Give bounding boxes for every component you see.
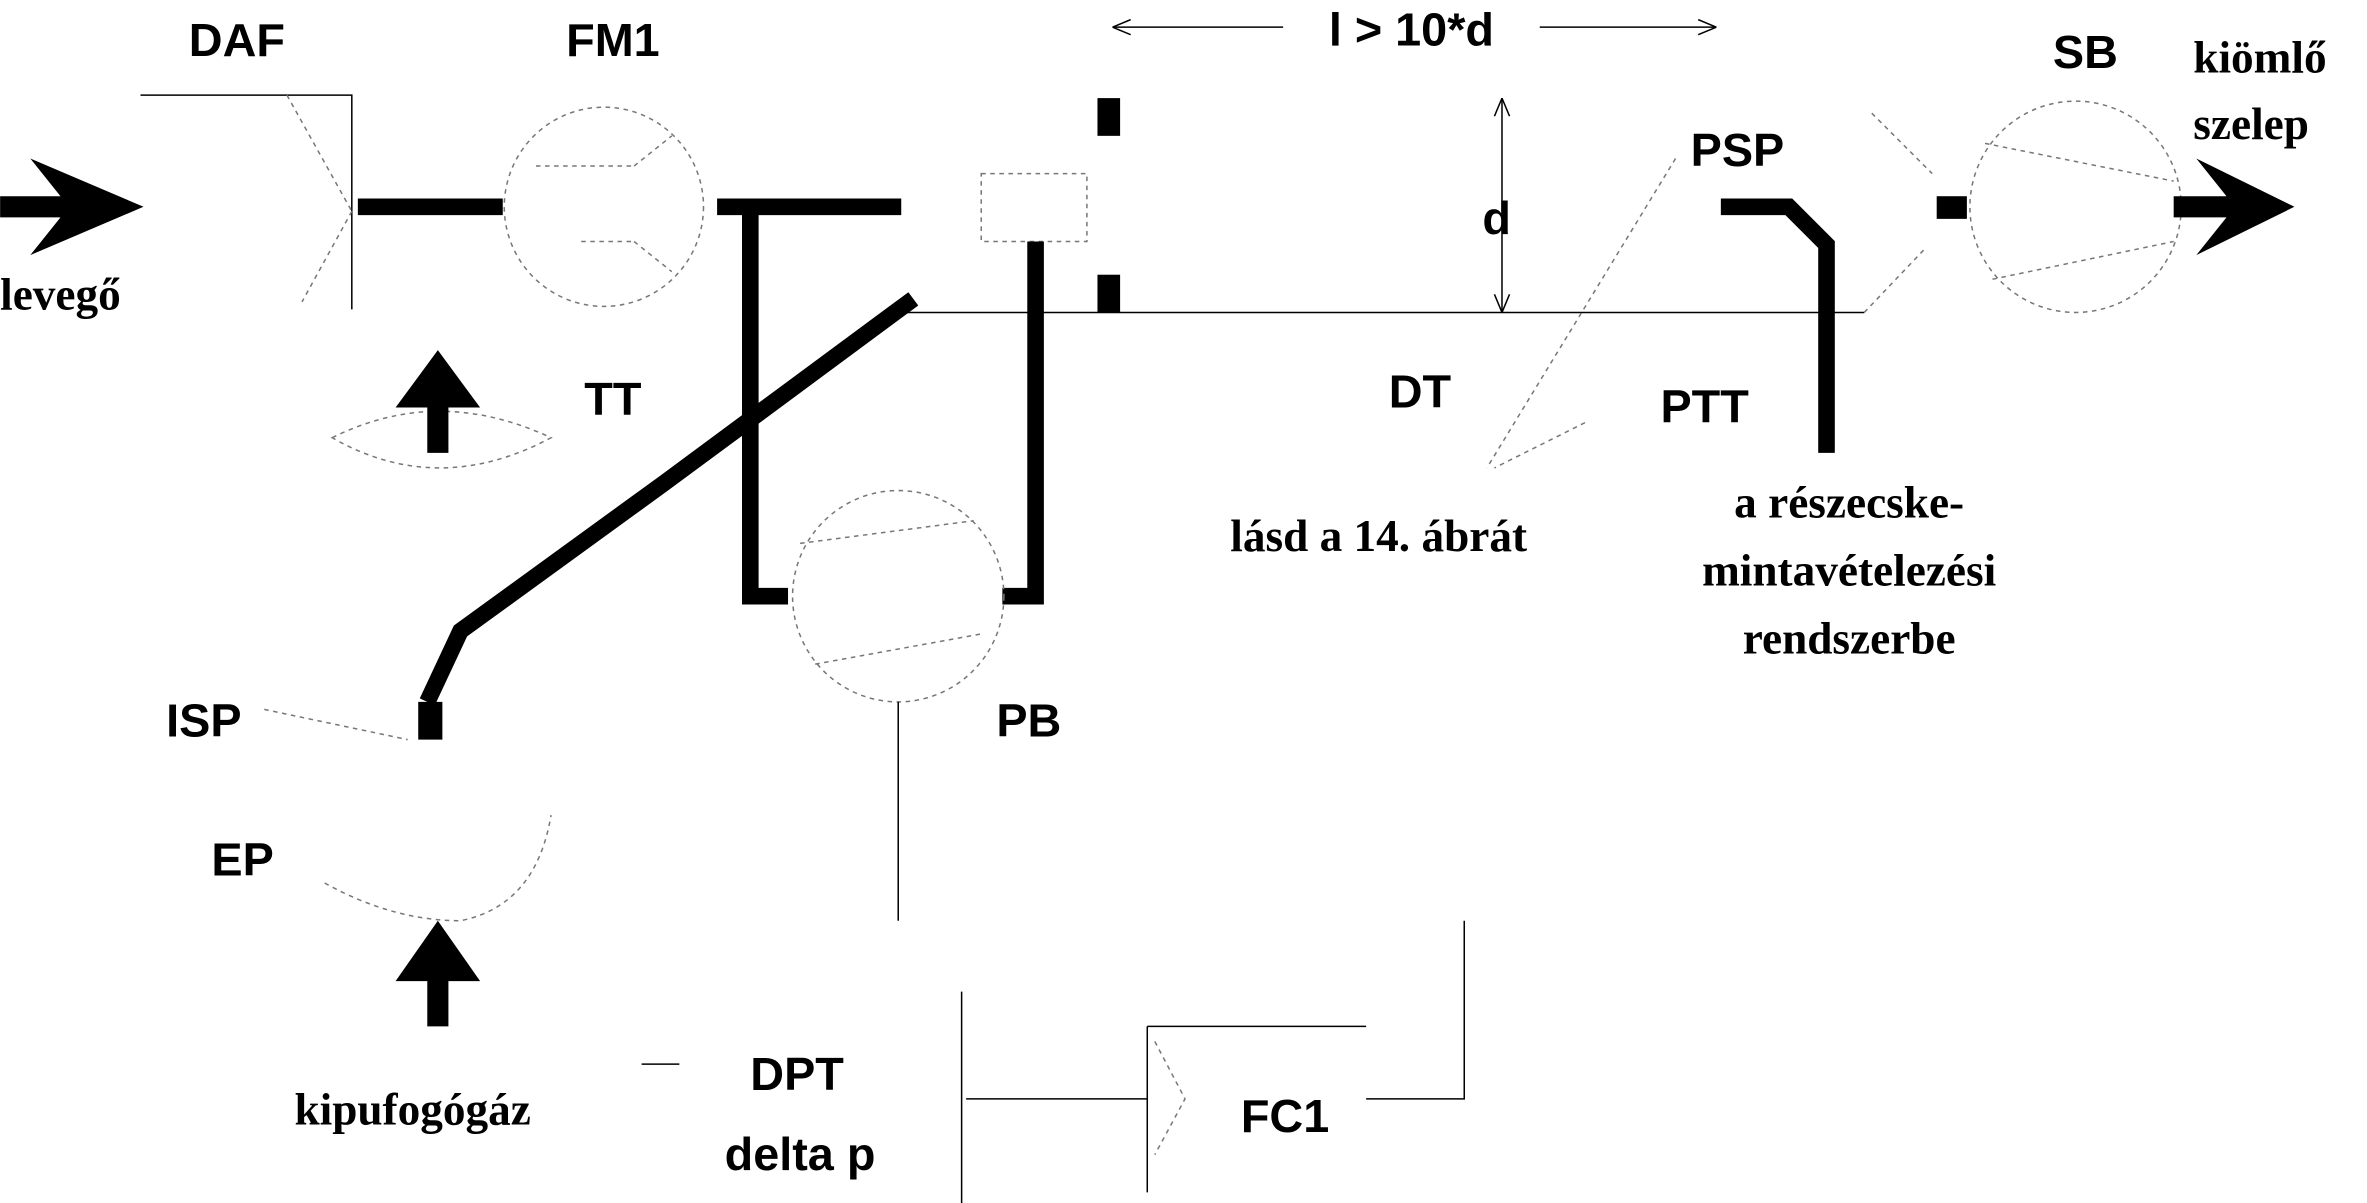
tt-insulation-symbol	[330, 410, 553, 469]
daf-filter	[140, 94, 353, 310]
label-dt: DT	[1389, 366, 1452, 418]
label-outlet-2: szelep	[2193, 99, 2309, 149]
transfer-tube	[419, 292, 919, 706]
label-dpt: DPT	[750, 1048, 844, 1100]
label-tt: TT	[584, 373, 642, 425]
label-ep: EP	[211, 833, 273, 885]
pb-pressure-blower	[791, 489, 1005, 703]
label-see-figure: lásd a 14. ábrát	[1230, 511, 1527, 561]
label-exhaust: kipufogógáz	[294, 1085, 530, 1135]
label-length: l > 10*d	[1329, 3, 1494, 55]
isp-probe	[418, 701, 443, 740]
label-psp: PSP	[1691, 124, 1785, 176]
sb-inlet-line-bottom	[1863, 248, 1926, 313]
label-particle-2: mintavételezési	[1702, 546, 1996, 596]
pipe-to-pb	[741, 206, 789, 605]
label-fm1: FM1	[566, 14, 660, 66]
label-ptt: PTT	[1660, 381, 1749, 433]
see-figure-leader-2	[1494, 421, 1586, 469]
label-outlet-1: kiömlő	[2193, 32, 2326, 82]
exhaust-arrow-icon	[395, 920, 481, 1027]
d-dimension-arrow	[1493, 97, 1511, 313]
mixing-orifice	[980, 172, 1088, 243]
up-arrow-icon	[395, 350, 481, 453]
fc1-control-lines	[960, 920, 1466, 1203]
label-daf: DAF	[189, 14, 285, 66]
label-d: d	[1482, 192, 1511, 244]
label-delta-p: delta p	[725, 1128, 876, 1180]
pipe-from-pb	[1002, 241, 1044, 605]
isp-leader	[264, 708, 408, 741]
label-sb: SB	[2053, 26, 2118, 78]
fm1-flowmeter	[503, 106, 705, 308]
label-particle-1: a részecske-	[1734, 478, 1964, 528]
label-air: levegő	[0, 269, 121, 319]
tunnel-wall-top	[1097, 98, 1121, 136]
outlet-arrow	[2173, 158, 2295, 256]
label-particle-3: rendszerbe	[1743, 614, 1956, 664]
air-inlet-arrow	[0, 158, 144, 256]
label-pb: PB	[996, 695, 1061, 747]
label-isp: ISP	[166, 695, 241, 747]
psp-ptt-tube	[1720, 198, 1835, 453]
tunnel-wall-bottom	[1097, 274, 1121, 313]
label-fc1: FC1	[1241, 1090, 1329, 1142]
sb-inlet-line-top	[1871, 112, 1933, 175]
see-figure-leader-1	[1486, 158, 1677, 469]
sb-suction-blower	[1969, 100, 2182, 314]
sb-inlet	[1936, 196, 1967, 219]
length-arrows	[1112, 18, 1717, 36]
ep-exhaust-pipe	[324, 814, 552, 922]
